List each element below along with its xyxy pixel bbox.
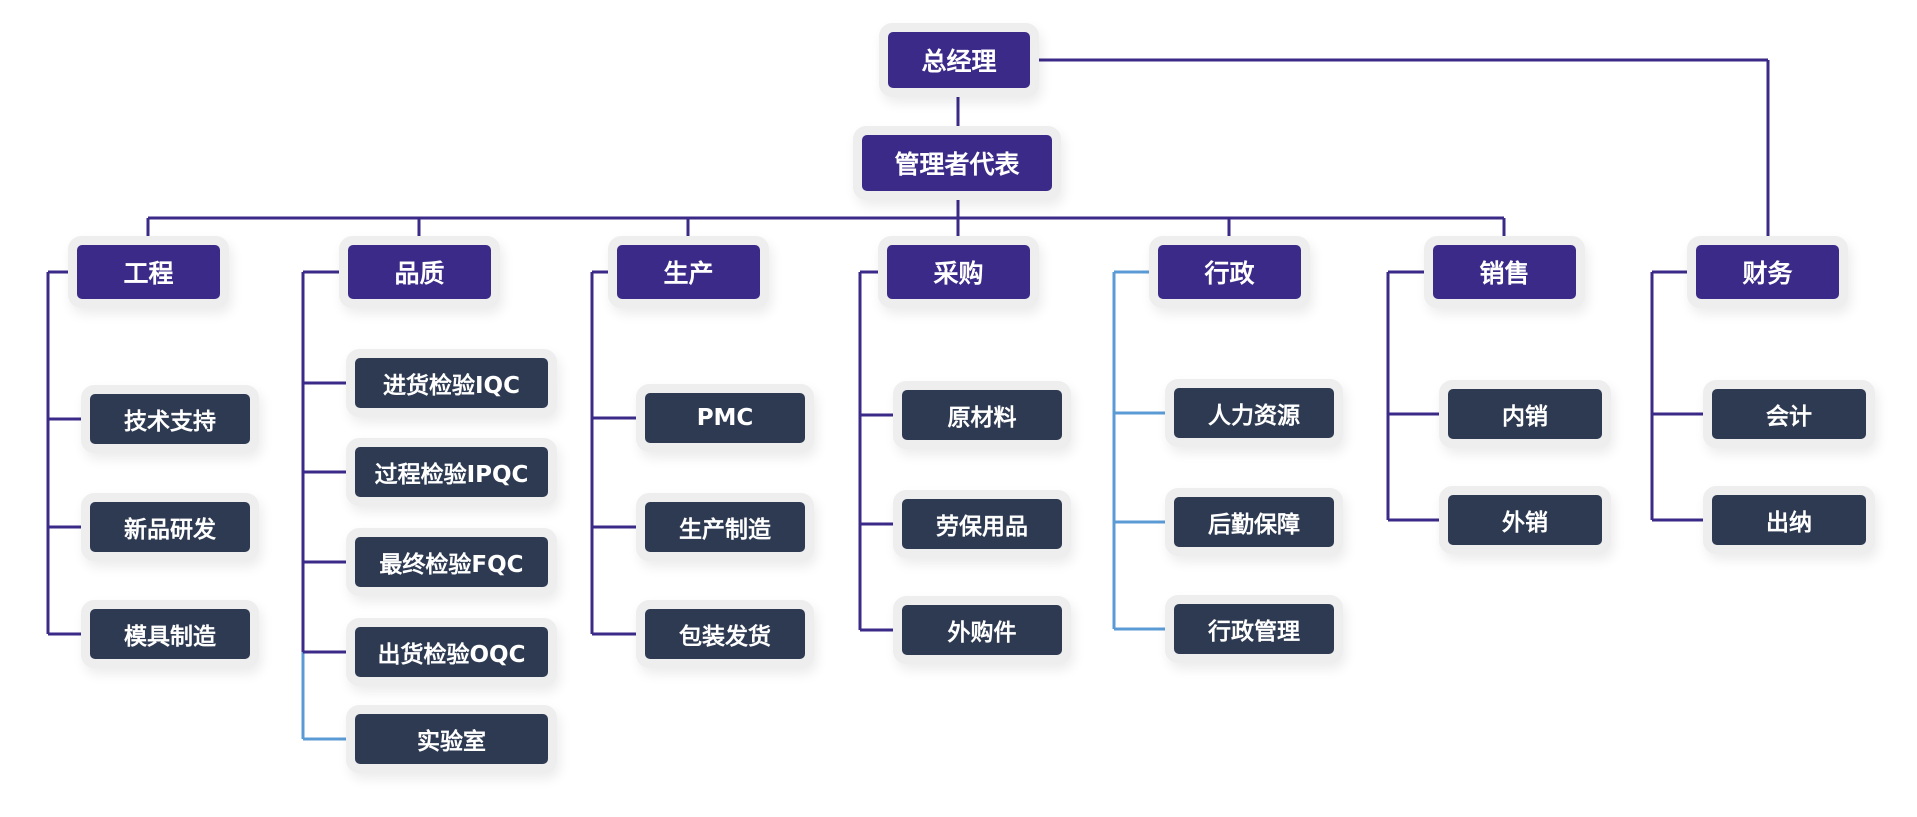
dept-production: 生产 <box>617 245 760 299</box>
sub-production-packing-shipping: 包装发货 <box>645 609 805 659</box>
node-general-manager: 总经理 <box>888 32 1030 88</box>
sub-administration-logistics: 后勤保障 <box>1174 497 1334 547</box>
sub-sales-domestic: 内销 <box>1448 389 1602 439</box>
sub-purchasing-raw-materials: 原材料 <box>902 390 1062 440</box>
sub-quality-lab: 实验室 <box>355 714 548 764</box>
sub-sales-export: 外销 <box>1448 495 1602 545</box>
sub-quality-oqc: 出货检验OQC <box>355 627 548 677</box>
dept-quality: 品质 <box>348 245 491 299</box>
sub-quality-fqc: 最终检验FQC <box>355 537 548 587</box>
sub-administration-hr: 人力资源 <box>1174 388 1334 438</box>
sub-finance-cashier: 出纳 <box>1712 495 1866 545</box>
sub-production-pmc: PMC <box>645 393 805 443</box>
sub-administration-management: 行政管理 <box>1174 604 1334 654</box>
sub-production-manufacturing: 生产制造 <box>645 502 805 552</box>
sub-finance-accounting: 会计 <box>1712 389 1866 439</box>
dept-finance: 财务 <box>1696 245 1839 299</box>
sub-purchasing-outsourced-parts: 外购件 <box>902 605 1062 655</box>
node-management-representative: 管理者代表 <box>862 135 1052 191</box>
sub-purchasing-protective-supplies: 劳保用品 <box>902 499 1062 549</box>
dept-sales: 销售 <box>1433 245 1576 299</box>
sub-engineering-mold-making: 模具制造 <box>90 609 250 659</box>
sub-quality-iqc: 进货检验IQC <box>355 358 548 408</box>
dept-purchasing: 采购 <box>887 245 1030 299</box>
sub-quality-ipqc: 过程检验IPQC <box>355 447 548 497</box>
dept-engineering: 工程 <box>77 245 220 299</box>
sub-engineering-new-product-dev: 新品研发 <box>90 502 250 552</box>
dept-administration: 行政 <box>1158 245 1301 299</box>
sub-engineering-tech-support: 技术支持 <box>90 394 250 444</box>
